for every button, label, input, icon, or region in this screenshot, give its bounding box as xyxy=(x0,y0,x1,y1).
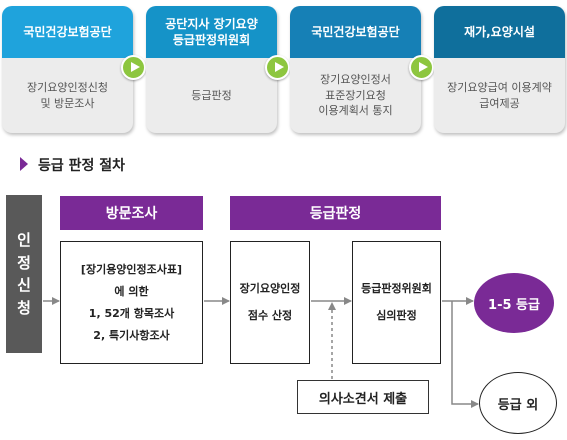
process-step-4: 재가,요양시설 장기요양급여 이용계약 급여제공 xyxy=(434,6,565,133)
section-marker-icon xyxy=(20,157,28,171)
box-line: 점수 산정 xyxy=(247,308,293,322)
side-label-char: 신 xyxy=(17,276,31,294)
step-description: 장기요양인정서 표준장기요청 이용계획서 통지 xyxy=(318,72,393,118)
step-title: 국민건강보험공단 xyxy=(290,6,421,58)
grade-out-result: 등급 외 xyxy=(479,372,557,434)
process-step-2: 공단지사 장기요양 등급판정위원회 등급판정 xyxy=(146,6,277,133)
step-title: 국민건강보험공단 xyxy=(2,6,133,58)
section-title: 등급 판정 절차 xyxy=(38,158,126,174)
box-line: 심의판정 xyxy=(376,308,417,322)
grade-decision-band: 등급판정 xyxy=(230,196,441,230)
arrow-committee-to-out xyxy=(451,301,479,408)
visit-survey-band: 방문조사 xyxy=(60,196,203,230)
step-title: 재가,요양시설 xyxy=(434,6,565,58)
step-description: 장기요양인정신청 및 방문조사 xyxy=(27,80,108,110)
box-line: 1, 52개 항목조사 xyxy=(88,306,175,320)
next-arrow-icon xyxy=(265,55,290,80)
box-line: 2, 특기사항조사 xyxy=(93,328,170,342)
process-step-1: 국민건강보험공단 장기요양인정신청 및 방문조사 xyxy=(2,6,133,133)
grade-1-5-result: 1-5 등급 xyxy=(474,273,554,333)
step-title: 공단지사 장기요양 등급판정위원회 xyxy=(146,6,277,58)
side-label-char: 정 xyxy=(17,253,31,272)
box-line: 장기요양인정 xyxy=(239,282,301,296)
side-label-char: 청 xyxy=(17,298,31,317)
step-description: 등급판정 xyxy=(191,88,232,102)
box-line: [장기용양인정조사표] xyxy=(80,262,183,276)
visit-survey-box: [장기용양인정조사표] 에 의한 1, 52개 항목조사 2, 특기사항조사 xyxy=(60,241,203,364)
application-label: 인 정 신 청 xyxy=(6,195,42,353)
step-description: 장기요양급여 이용계약 급여제공 xyxy=(447,80,552,110)
side-label-char: 인 xyxy=(17,231,31,249)
next-arrow-icon xyxy=(409,55,434,80)
doctor-opinion-box: 의사소견서 제출 xyxy=(297,380,429,414)
score-calculation-box: 장기요양인정 점수 산정 xyxy=(230,241,310,364)
process-step-3: 국민건강보험공단 장기요양인정서 표준장기요청 이용계획서 통지 xyxy=(290,6,421,133)
committee-review-box: 등급판정위원회 심의판정 xyxy=(352,241,441,364)
box-line: 에 의한 xyxy=(114,284,149,298)
next-arrow-icon xyxy=(121,55,146,80)
box-line: 등급판정위원회 xyxy=(361,282,432,296)
